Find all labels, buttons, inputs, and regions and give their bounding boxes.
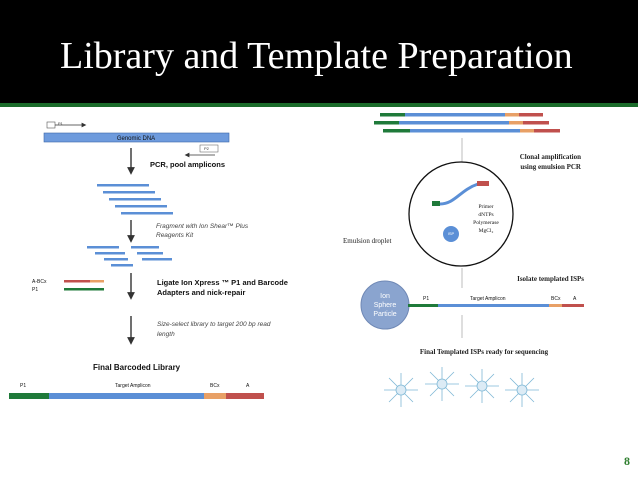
mgcl2-label: MgCl₂ (479, 228, 494, 234)
genomic-dna-label: Genomic DNA (117, 136, 155, 142)
step3-label-line1: Ligate Ion Xpress ™ P1 and Barcode (157, 278, 288, 287)
isp-a-label: A (573, 296, 577, 302)
isp-p1-label: P1 (423, 296, 429, 302)
step1-label: PCR, pool amplicons (150, 160, 225, 169)
library-strands (374, 113, 560, 133)
emulsion-droplet-label: Emulsion droplet (343, 237, 391, 245)
step4-label-line2: length (157, 331, 175, 338)
ion-sphere-particle: Ion Sphere Particle (360, 280, 410, 330)
page-number: 8 (624, 454, 630, 468)
fragments (87, 246, 172, 267)
final-p1-label: P1 (20, 383, 26, 389)
templated-isp-3 (465, 369, 499, 403)
adapter-p1-label: P1 (32, 287, 38, 293)
step2-label-line1: Fragment with Ion Shear™ Plus (156, 223, 249, 230)
small-isp-label: ISP (448, 231, 455, 236)
clonal-label-line2: using emulsion PCR (520, 163, 582, 171)
isp-target-label: Target Amplicon (470, 296, 506, 302)
final-a-label: A (246, 383, 250, 389)
isolate-label: Isolate templated ISPs (517, 275, 584, 283)
isp-label-line3: Particle (373, 311, 396, 318)
final-isps-label: Final Templated ISPs ready for sequencin… (420, 348, 549, 356)
templated-isp-4 (505, 373, 539, 407)
title-bar (0, 0, 638, 103)
polymerase-label: Polymerase (473, 220, 499, 226)
small-isp-bead (443, 226, 459, 242)
step3-label-line2: Adapters and nick-repair (157, 288, 245, 297)
slide-title: Library and Template Preparation (60, 35, 573, 77)
isp-label-line2: Sphere (374, 302, 397, 309)
dntps-label: dNTPs (478, 212, 493, 218)
isp-label-line1: Ion (380, 293, 390, 300)
adapter-a-bc-label: A-BCx (32, 279, 47, 285)
final-target-label: Target Amplicon (115, 383, 151, 389)
p1-primer-label: P1 (58, 121, 64, 126)
isp-strand: P1 Target Amplicon BCx A (408, 296, 584, 307)
isp-bc-label: BCx (551, 296, 561, 302)
templated-isp-2 (425, 367, 459, 401)
pooled-amplicons (97, 184, 173, 215)
primer-label: Primer (479, 204, 494, 210)
title-underline (0, 103, 638, 107)
step4-label-line1: Size-select library to target 200 bp rea… (157, 321, 271, 328)
templated-isp-1 (384, 373, 418, 407)
final-library-label: Final Barcoded Library (93, 363, 181, 372)
clonal-label-line1: Clonal amplification (520, 153, 581, 161)
emulsion-droplet: Primer dNTPs Polymerase MgCl₂ ISP (408, 161, 514, 267)
p2-primer-label: P2 (204, 146, 210, 151)
adapters: A-BCx P1 (32, 279, 104, 293)
step2-label-line2: Reagents Kit (156, 232, 194, 239)
final-bc-label: BCx (210, 383, 220, 389)
templated-isps (384, 367, 539, 407)
final-library-strand: P1 Target Amplicon BCx A (9, 383, 264, 399)
genomic-dna-bar (43, 132, 230, 143)
genomic-dna-panel: P1 Genomic DNA P2 (43, 121, 230, 158)
